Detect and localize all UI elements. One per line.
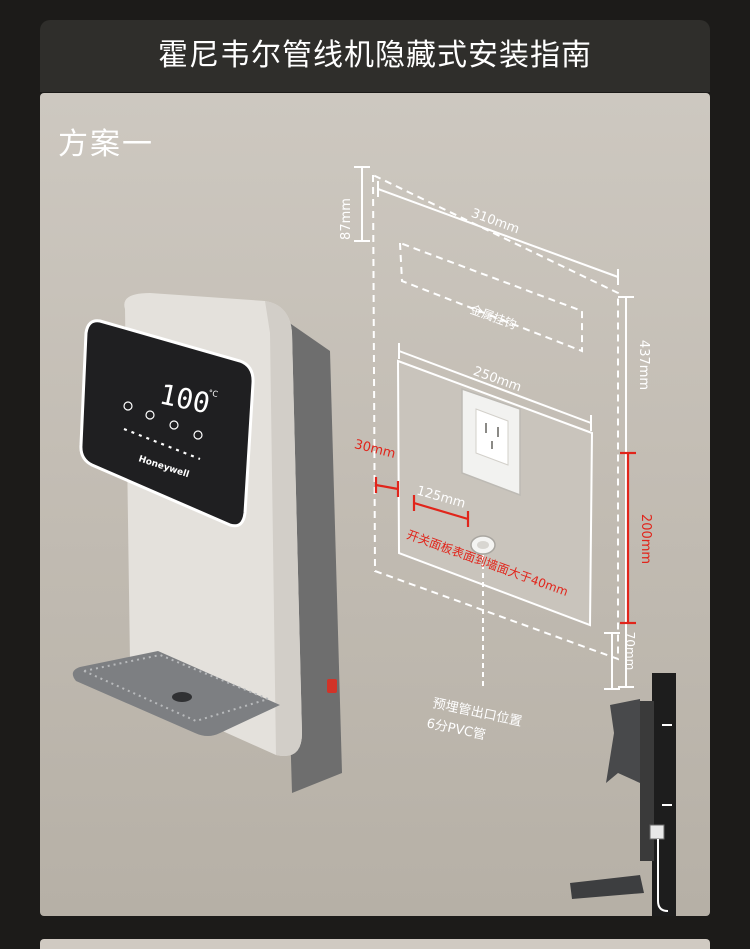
next-panel-edge (40, 939, 710, 949)
control-panel[interactable] (79, 319, 255, 528)
page-title: 霍尼韦尔管线机隐藏式安装指南 (158, 38, 592, 73)
touch-icon-4[interactable] (193, 430, 203, 440)
dim-30-label: 30mm (353, 437, 397, 462)
side-view-pipe (657, 839, 669, 912)
side-view-valve (649, 824, 665, 840)
dimension-lines (354, 166, 634, 690)
dim-87-label: 87mm (339, 198, 354, 240)
header-bar: 霍尼韦尔管线机隐藏式安装指南 (40, 20, 710, 92)
side-view-device-back (640, 701, 654, 861)
section-label: 方案一 (58, 127, 154, 162)
install-area-outline (371, 173, 619, 661)
dim-30-line (375, 483, 399, 491)
temperature-unit: °C (208, 388, 220, 399)
red-dimension-lines (374, 451, 636, 625)
dim-437-label: 437mm (636, 340, 651, 390)
side-view-panel (606, 699, 640, 783)
level-indicator (123, 427, 201, 461)
installation-diagram: 100 °C Honeywell (72, 166, 676, 916)
dim-125-line (413, 501, 469, 521)
install-outline (371, 173, 619, 661)
bracket-outline (398, 241, 583, 353)
wall-section (652, 673, 676, 916)
touch-icon-2[interactable] (145, 410, 155, 420)
touch-icon-3[interactable] (169, 420, 179, 430)
touch-icon-1[interactable] (123, 401, 133, 411)
dim-310-line (377, 188, 619, 278)
wall-socket (461, 387, 521, 497)
bracket-label: 金属挂钩 (468, 302, 518, 333)
side-view-drip-tray (570, 875, 644, 899)
pipe-outlet (470, 535, 496, 687)
dim-200-label: 200mm (638, 514, 653, 564)
installation-panel: 方案一 100 °C Honeywell (40, 93, 710, 916)
water-dispenser: 100 °C Honeywell (72, 293, 342, 793)
drain-hole (172, 692, 192, 702)
dim-70-label: 70mm (623, 632, 637, 671)
dim-250-line (398, 350, 592, 424)
side-view-section (570, 673, 676, 916)
socket-face (475, 408, 509, 466)
pipe-outlet-core (477, 541, 489, 549)
power-switch[interactable] (327, 679, 337, 693)
dispenser-side (265, 301, 302, 757)
